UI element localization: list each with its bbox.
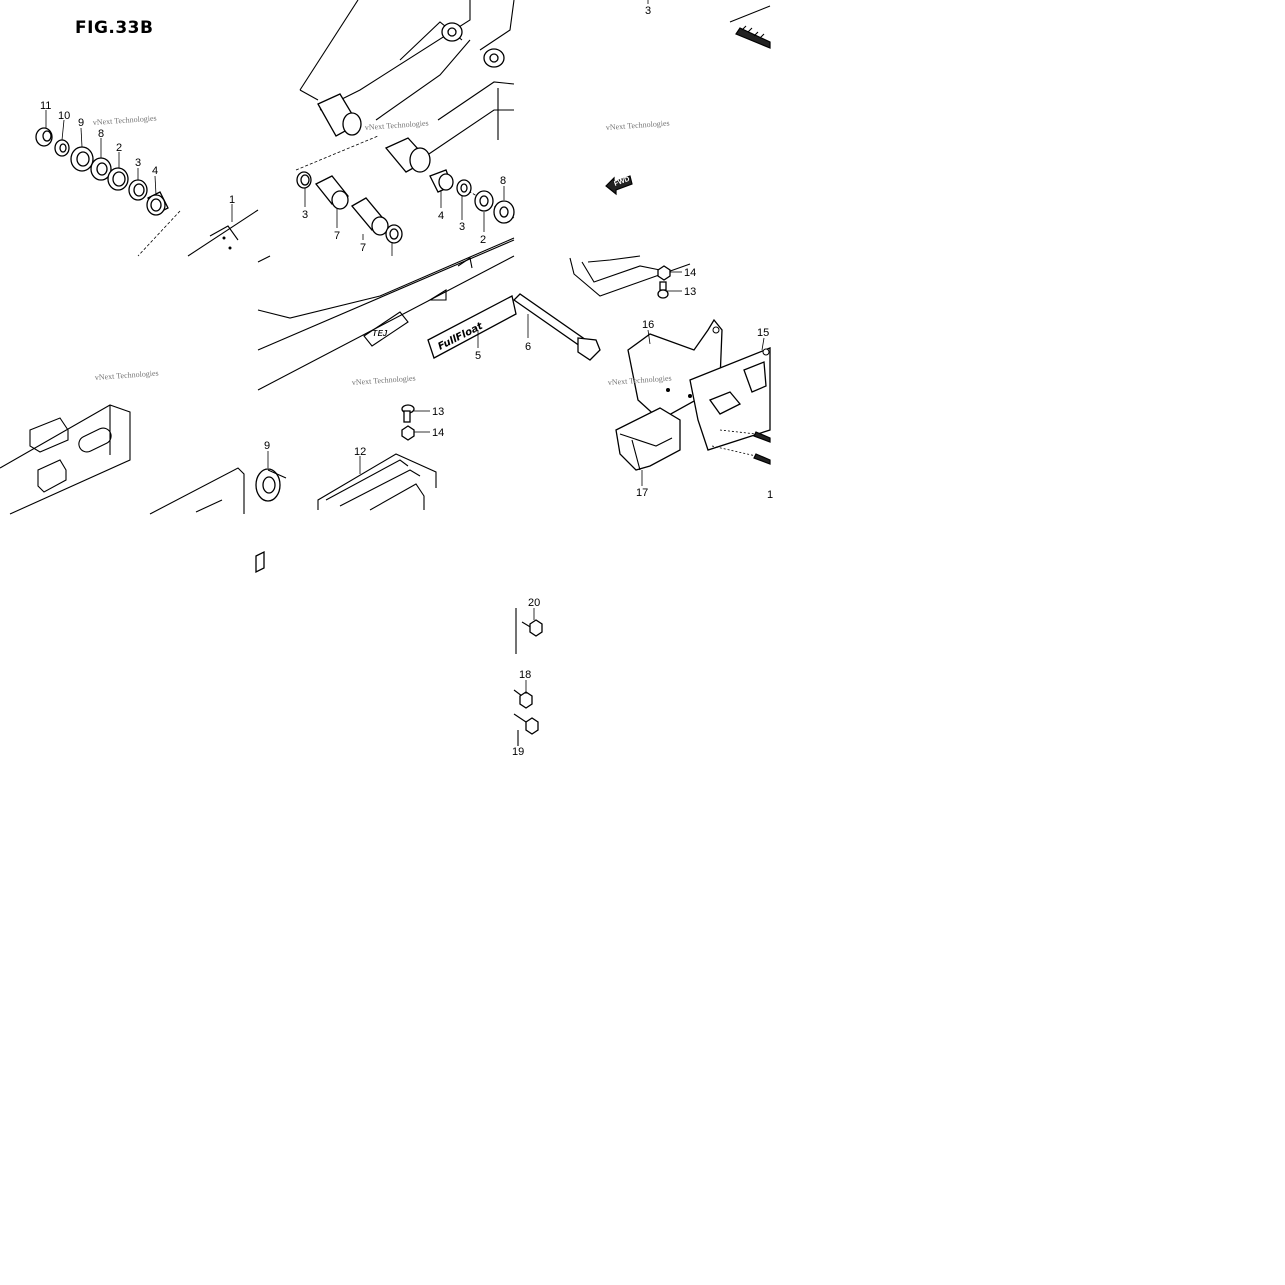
callout-8-center: 8 [500, 175, 506, 187]
callout-11: 11 [40, 100, 51, 112]
callout-20: 20 [528, 597, 540, 609]
callout-15: 15 [757, 327, 769, 339]
part-collar-3 [296, 171, 312, 189]
callout-8: 8 [98, 128, 104, 140]
svg-text:ᴛᴇᴊ: ᴛᴇᴊ [372, 327, 388, 339]
watermark-1: vNext Technologies [93, 114, 157, 127]
part-nut-14-center [401, 425, 415, 441]
figure-title: FIG.33B [75, 18, 154, 38]
callout-5: 5 [475, 350, 481, 362]
right-panel [512, 5, 771, 746]
watermarks: vNext Technologies vNext Technologies vN… [93, 114, 672, 387]
callout-2-center: 2 [480, 234, 486, 246]
callout-9: 9 [78, 117, 84, 129]
callout-14-center: 14 [432, 427, 444, 439]
part-decal-5: FullFloat [427, 295, 517, 359]
part-seal-left [385, 224, 403, 244]
part-collar-3b [456, 179, 472, 197]
callout-numbers: 3 11 10 9 8 2 3 4 1 3 7 7 4 3 2 8 14 13 … [40, 5, 773, 758]
fwd-arrow-icon [605, 175, 633, 196]
callout-3-top: 3 [645, 5, 651, 17]
watermark-5: vNext Technologies [352, 374, 416, 387]
callout-13-right: 13 [684, 286, 696, 298]
callout-3-center-b: 3 [459, 221, 465, 233]
part-nut-11 [35, 127, 53, 147]
callout-7a: 7 [334, 230, 340, 242]
callout-7b: 7 [360, 242, 366, 254]
leader-lines [45, 0, 765, 694]
part-bolt-13-right [657, 281, 669, 299]
callout-4-center: 4 [438, 210, 444, 222]
part-spacer-7b [351, 197, 389, 236]
callout-12: 12 [354, 446, 366, 458]
part-chain-guide-12 [317, 453, 437, 511]
callout-9-center: 9 [264, 440, 270, 452]
part-bearing-3 [128, 179, 148, 201]
callout-16: 16 [642, 319, 654, 331]
part-washer-8 [90, 157, 112, 181]
watermark-4: vNext Technologies [95, 369, 159, 382]
part-washer-8b [493, 200, 515, 224]
left-bearing-stack [35, 127, 259, 257]
part-washer-10 [54, 139, 70, 157]
part-spacer-7a [314, 175, 350, 210]
watermark-3: vNext Technologies [606, 119, 670, 132]
part-axle-6 [512, 293, 601, 361]
callout-18: 18 [519, 669, 531, 681]
left-lower-panel [0, 404, 245, 515]
callout-19: 19 [512, 746, 524, 758]
part-seal-9-center [255, 468, 287, 502]
center-swingarm-assembly: ᴛᴇᴊ FullFloat [255, 0, 517, 574]
part-nut-14-right [657, 265, 671, 281]
callout-2: 2 [116, 142, 122, 154]
callout-4: 4 [152, 165, 158, 177]
part-ring-2b [474, 190, 494, 212]
callout-3-center: 3 [302, 209, 308, 221]
part-plate-15 [689, 347, 771, 451]
part-bearing-4 [429, 169, 454, 193]
callout-10: 10 [58, 110, 70, 122]
part-bolt-19 [513, 713, 539, 746]
callout-14-right: 14 [684, 267, 696, 279]
callout-1: 1 [229, 194, 235, 206]
part-bolt-20 [515, 608, 543, 654]
part-ring-2 [107, 167, 129, 191]
callout-3: 3 [135, 157, 141, 169]
part-bushing-4 [146, 191, 169, 216]
callout-6: 6 [525, 341, 531, 353]
watermark-6: vNext Technologies [608, 374, 672, 387]
part-bolt-13-center [401, 404, 415, 423]
callout-13-center: 13 [432, 406, 444, 418]
part-bolt-18 [513, 689, 533, 709]
callout-17: 17 [636, 487, 648, 499]
part-seal-9 [70, 146, 94, 172]
part-guard-17 [615, 407, 681, 471]
callout-1-right: 1 [767, 489, 773, 501]
watermark-2: vNext Technologies [365, 119, 429, 132]
